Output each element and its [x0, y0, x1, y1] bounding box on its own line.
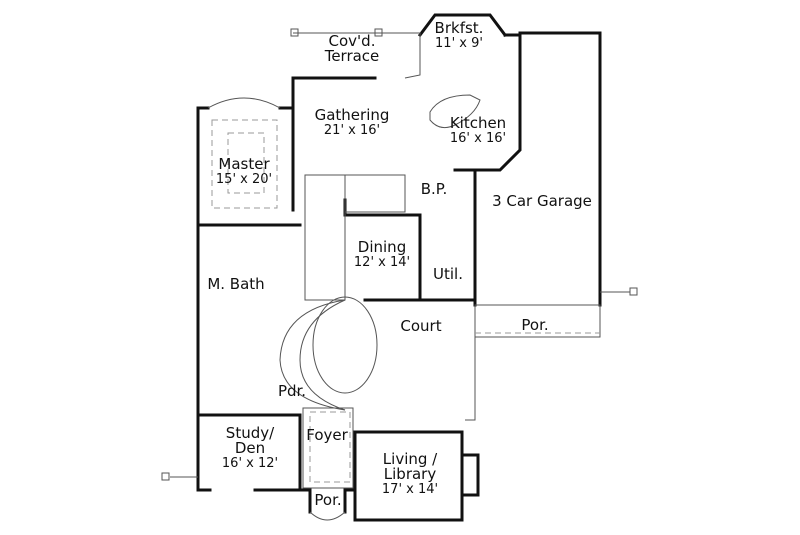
- foyer-ceiling: [309, 411, 351, 483]
- room-name: Gathering: [314, 106, 390, 124]
- room-name: Master: [218, 155, 270, 173]
- room-label-terrace: Cov'd. Terrace: [325, 34, 380, 64]
- room-name: Por.: [521, 316, 549, 334]
- room-label-porch-garage: Por.: [521, 318, 548, 333]
- room-label-dining: Dining 12' x 14': [353, 238, 411, 270]
- room-label-garage: 3 Car Garage: [492, 194, 592, 209]
- room-label-bp: B.P.: [421, 182, 448, 197]
- room-dimensions: 12' x 14': [353, 255, 411, 270]
- gathering-walls: [291, 76, 307, 212]
- room-dimensions: 16' x 16': [449, 131, 507, 146]
- room-label-util: Util.: [433, 267, 463, 282]
- room-dimensions: 17' x 14': [381, 482, 439, 497]
- room-label-kitchen: Kitchen 16' x 16': [449, 114, 507, 146]
- room-name: M. Bath: [207, 275, 265, 293]
- room-label-living: Living / Library 17' x 14': [381, 450, 439, 497]
- room-dimensions: 16' x 12': [221, 456, 279, 471]
- room-name: Living /: [382, 450, 438, 468]
- breakfast-walls: [417, 13, 508, 38]
- room-name: Foyer: [306, 426, 348, 444]
- room-label-master: Master 15' x 20': [215, 155, 273, 187]
- master-bay: [207, 97, 281, 109]
- room-label-breakfast: Brkfst. 11' x 9': [434, 19, 484, 51]
- room-name: Dining: [357, 238, 407, 256]
- room-name-2: Terrace: [324, 47, 380, 65]
- room-label-powder: Pdr.: [278, 384, 306, 399]
- room-label-study: Study/ Den 16' x 12': [221, 424, 279, 471]
- room-dimensions: 21' x 16': [323, 123, 381, 138]
- room-name: B.P.: [420, 180, 448, 198]
- room-label-porch-front: Por.: [314, 493, 341, 508]
- room-name: Pdr.: [277, 382, 307, 400]
- curved-stair: [279, 299, 346, 411]
- room-label-mbath: M. Bath: [207, 277, 264, 292]
- room-name: Kitchen: [449, 114, 507, 132]
- garage-walls: [473, 31, 602, 307]
- room-name-2: Library: [383, 465, 437, 483]
- room-name: Util.: [433, 265, 463, 283]
- room-label-foyer: Foyer: [306, 428, 348, 443]
- room-name-2: Den: [234, 439, 266, 457]
- room-name: Brkfst.: [434, 19, 484, 37]
- study-walls: [196, 413, 302, 492]
- room-dimensions: 11' x 9': [435, 36, 483, 51]
- room-name: Por.: [314, 491, 342, 509]
- master-walls: [196, 106, 295, 417]
- terrace-outline: [293, 32, 421, 79]
- room-name: Cov'd.: [328, 32, 376, 50]
- foyer-oval: [312, 296, 378, 394]
- room-dimensions: 15' x 20': [215, 172, 273, 187]
- room-name: 3 Car Garage: [492, 192, 592, 210]
- room-name: Study/: [225, 424, 275, 442]
- master-tray-ceiling: [211, 119, 278, 209]
- room-label-gathering: Gathering 21' x 16': [314, 106, 390, 138]
- kitchen-island: [429, 94, 481, 129]
- room-name: Court: [400, 317, 442, 335]
- room-label-court: Court: [400, 319, 441, 334]
